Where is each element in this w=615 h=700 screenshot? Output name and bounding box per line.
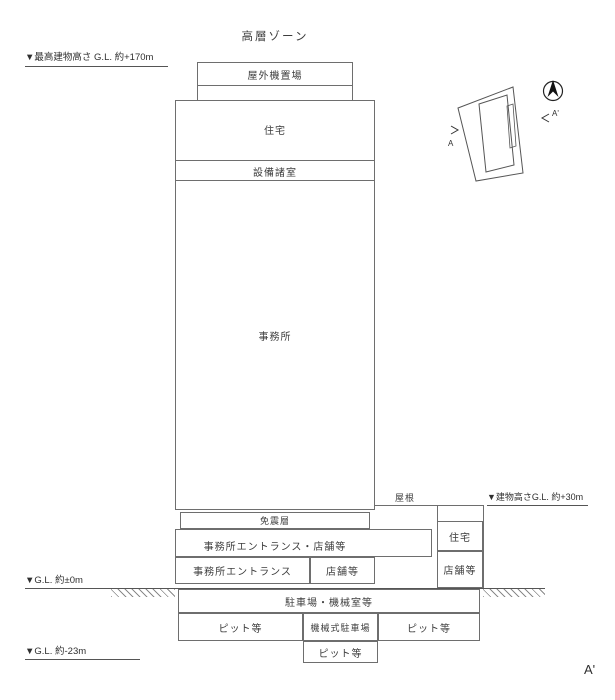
zone-pit-left-label: ピット等	[218, 623, 263, 635]
zone-mechanical-parking: 機械式駐車場	[303, 613, 378, 641]
zone-seismic-label: 免震層	[259, 516, 290, 526]
ground-hatch-left	[111, 589, 175, 597]
zone-shops: 店舗等	[310, 557, 375, 584]
zone-equipment-label: 設備諸室	[253, 168, 297, 179]
zone-pit-bottom: ピット等	[303, 641, 378, 663]
zone-parking-machine: 駐車場・機械室等	[178, 589, 480, 613]
annex-housing-label: 住宅	[449, 532, 471, 544]
section-label-a: A	[448, 139, 454, 148]
annex-step-wall	[437, 505, 438, 521]
annotation-max-height: ▼最高建物高さ G.L. 約+170m	[25, 53, 168, 67]
zone-entrance-shops	[175, 529, 432, 557]
zone-housing-label: 住宅	[264, 126, 286, 137]
building-footprint	[478, 94, 515, 173]
floor-line-equipment	[175, 180, 375, 181]
annotation-gl-minus23: ▼G.L. 約-23m	[25, 647, 140, 660]
penthouse-wall-left	[197, 85, 198, 100]
site-boundary	[457, 86, 524, 182]
zone-office-entrance: 事務所エントランス	[175, 557, 310, 584]
zone-shops-label: 店舗等	[326, 567, 359, 578]
north-arrow-icon	[542, 80, 564, 102]
section-arrow-a-prime	[540, 113, 550, 123]
ground-hatch-right	[483, 589, 545, 597]
annex-housing: 住宅	[437, 521, 483, 551]
key-plan: A A'	[448, 80, 564, 182]
section-label-a-prime: A'	[552, 109, 559, 118]
zone-outdoor-equipment: 屋外機置場	[197, 62, 353, 86]
zone-pit-right-label: ピット等	[407, 623, 451, 635]
zone-mechanical-parking-label: 機械式駐車場	[310, 622, 371, 633]
annex-shops-label: 店舗等	[443, 566, 477, 577]
zone-office-label: 事務所	[258, 332, 292, 343]
zone-outdoor-equipment-label: 屋外機置場	[247, 70, 303, 82]
core-strip	[506, 103, 517, 149]
ground-line	[110, 588, 545, 589]
annex-roof-line	[375, 505, 483, 506]
section-arrow-a	[450, 125, 460, 135]
zone-pit-right: ピット等	[378, 613, 480, 641]
zone-pit-bottom-label: ピット等	[318, 648, 363, 660]
zone-entrance-shops-label: 事務所エントランス・店舗等	[203, 542, 347, 553]
annex-roof-label: 屋根	[394, 493, 415, 503]
zone-pit-left: ピット等	[178, 613, 303, 641]
zone-parking-machine-label: 駐車場・機械室等	[285, 597, 373, 609]
penthouse-wall-right	[352, 85, 353, 100]
annotation-right-height: ▼建物高さG.L. 約+30m	[487, 492, 588, 506]
section-end-label: A'	[584, 662, 596, 677]
tower-outline	[175, 100, 375, 510]
drawing-title: 高層ゾーン	[241, 31, 309, 43]
floor-line-housing	[175, 160, 375, 161]
annex-right-wall	[483, 505, 484, 588]
annex-shops: 店舗等	[437, 551, 483, 588]
zone-seismic-layer: 免震層	[180, 512, 370, 529]
annotation-gl-zero: ▼G.L. 約±0m	[25, 576, 110, 589]
zone-office-entrance-label: 事務所エントランス	[193, 567, 292, 578]
